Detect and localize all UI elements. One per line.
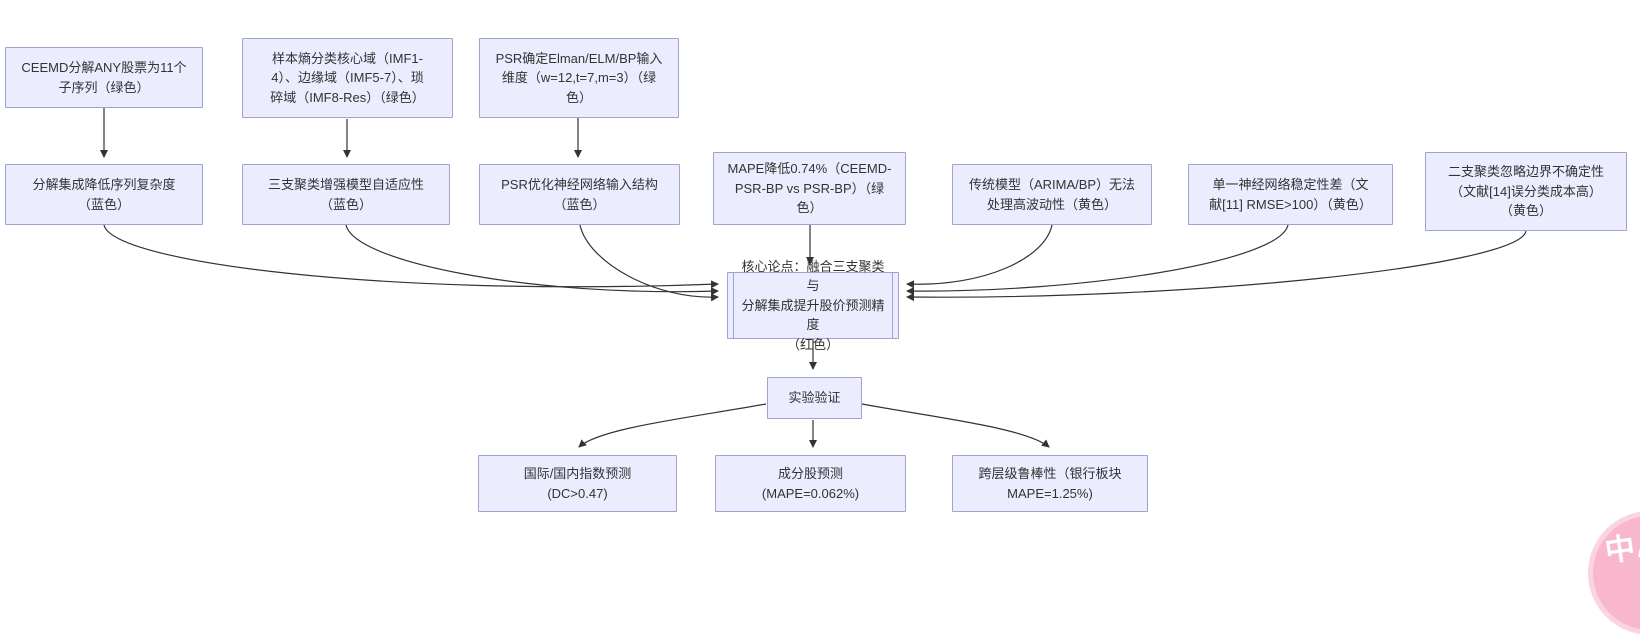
node-label: PSR确定Elman/ELM/BP输入 维度（w=12,t=7,m=3）（绿 色… bbox=[495, 50, 663, 105]
node-label: 实验验证 bbox=[788, 390, 841, 406]
node-psr-input-dimension: PSR确定Elman/ELM/BP输入 维度（w=12,t=7,m=3）（绿 色… bbox=[479, 38, 679, 118]
node-traditional-models: 传统模型（ARIMA/BP）无法 处理高波动性（黄色） bbox=[952, 164, 1152, 225]
node-label: PSR优化神经网络输入结构 （蓝色） bbox=[501, 177, 658, 212]
edge-three-way-core bbox=[345, 224, 719, 296]
node-experiment-validation: 实验验证 bbox=[767, 377, 862, 419]
watermark-text: 中A bbox=[1602, 528, 1640, 569]
node-psr-optimization: PSR优化神经网络输入结构 （蓝色） bbox=[479, 164, 680, 225]
edge-experiment-robustness bbox=[861, 403, 1050, 448]
node-label: 单一神经网络稳定性差（文 献[11] RMSE>100）（黄色） bbox=[1209, 177, 1372, 212]
node-label: 二支聚类忽略边界不确定性 （文献[14]误分类成本高） （黄色） bbox=[1447, 164, 1604, 219]
node-label: 跨层级鲁棒性（银行板块 MAPE=1.25%) bbox=[978, 466, 1122, 501]
node-ceemd-decompose: CEEMD分解ANY股票为11个 子序列（绿色） bbox=[5, 47, 203, 108]
node-label: CEEMD分解ANY股票为11个 子序列（绿色） bbox=[21, 60, 187, 95]
node-decomposition-ensemble: 分解集成降低序列复杂度 （蓝色） bbox=[5, 164, 203, 225]
node-label: 样本熵分类核心域（IMF1- 4）、边缘域（IMF5-7）、琐 碎域（IMF8-… bbox=[270, 50, 425, 105]
node-label: 三支聚类增强模型自适应性 （蓝色） bbox=[267, 177, 424, 212]
node-label: 传统模型（ARIMA/BP）无法 处理高波动性（黄色） bbox=[968, 177, 1136, 212]
node-sample-entropy: 样本熵分类核心域（IMF1- 4）、边缘域（IMF5-7）、琐 碎域（IMF8-… bbox=[242, 38, 453, 118]
node-two-way-clustering-limit: 二支聚类忽略边界不确定性 （文献[14]误分类成本高） （黄色） bbox=[1425, 152, 1627, 231]
edge-experiment-index-pred bbox=[578, 403, 767, 448]
node-three-way-clustering: 三支聚类增强模型自适应性 （蓝色） bbox=[242, 164, 450, 225]
flowchart-canvas: CEEMD分解ANY股票为11个 子序列（绿色） 样本熵分类核心域（IMF1- … bbox=[5, 38, 1640, 635]
node-index-prediction: 国际/国内指数预测 (DC>0.47) bbox=[478, 455, 677, 512]
node-mape-reduction: MAPE降低0.74%（CEEMD- PSR-BP vs PSR-BP）（绿 色… bbox=[713, 152, 906, 225]
node-label: MAPE降低0.74%（CEEMD- PSR-BP vs PSR-BP）（绿 色… bbox=[727, 161, 892, 216]
edge-two-way-core bbox=[906, 230, 1527, 302]
node-constituent-stock-prediction: 成分股预测 (MAPE=0.062%) bbox=[715, 455, 906, 512]
node-core-thesis: 核心论点：融合三支聚类与 分解集成提升股价预测精度 （红色） bbox=[727, 259, 899, 352]
edge-single-nn-core bbox=[906, 224, 1289, 296]
node-label: 成分股预测 (MAPE=0.062%) bbox=[761, 466, 860, 501]
node-single-nn-instability: 单一神经网络稳定性差（文 献[11] RMSE>100）（黄色） bbox=[1188, 164, 1393, 225]
node-label: 分解集成降低序列复杂度 （蓝色） bbox=[32, 177, 176, 212]
edge-layer bbox=[100, 108, 1527, 448]
node-cross-level-robustness: 跨层级鲁棒性（银行板块 MAPE=1.25%) bbox=[952, 455, 1148, 512]
node-label: 国际/国内指数预测 (DC>0.47) bbox=[523, 466, 632, 501]
core-thesis-label: 核心论点：融合三支聚类与 分解集成提升股价预测精度 （红色） bbox=[741, 258, 885, 352]
edge-decomp-core bbox=[103, 224, 719, 289]
edge-traditional-core bbox=[906, 224, 1053, 289]
edge-psr-opt-core bbox=[579, 224, 719, 302]
